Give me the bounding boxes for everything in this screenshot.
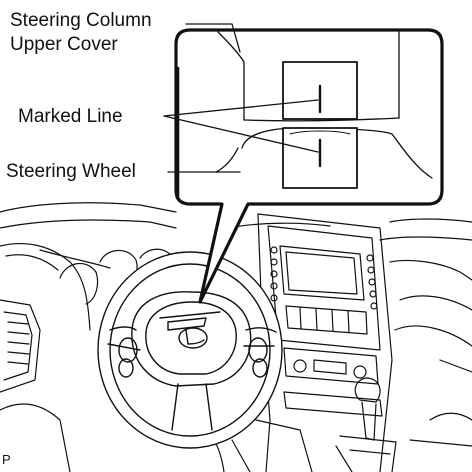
marked-line-leader-lower [163, 115, 319, 153]
dashboard-drawing [0, 202, 472, 472]
leader-lines [163, 23, 319, 198]
steering-column-upper-cover-label-line1: Steering Column [10, 10, 152, 31]
steering-wheel-drawing [97, 251, 283, 449]
marked-line-label: Marked Line [18, 106, 123, 127]
callout-bubble [174, 28, 444, 304]
steering-column-upper-cover-label-line2: Upper Cover [10, 34, 118, 55]
steering-wheel-label: Steering Wheel [6, 161, 136, 182]
figure-code: P [2, 452, 11, 467]
marked-line-leader-upper [163, 99, 319, 117]
column-cover-leader [185, 23, 241, 53]
